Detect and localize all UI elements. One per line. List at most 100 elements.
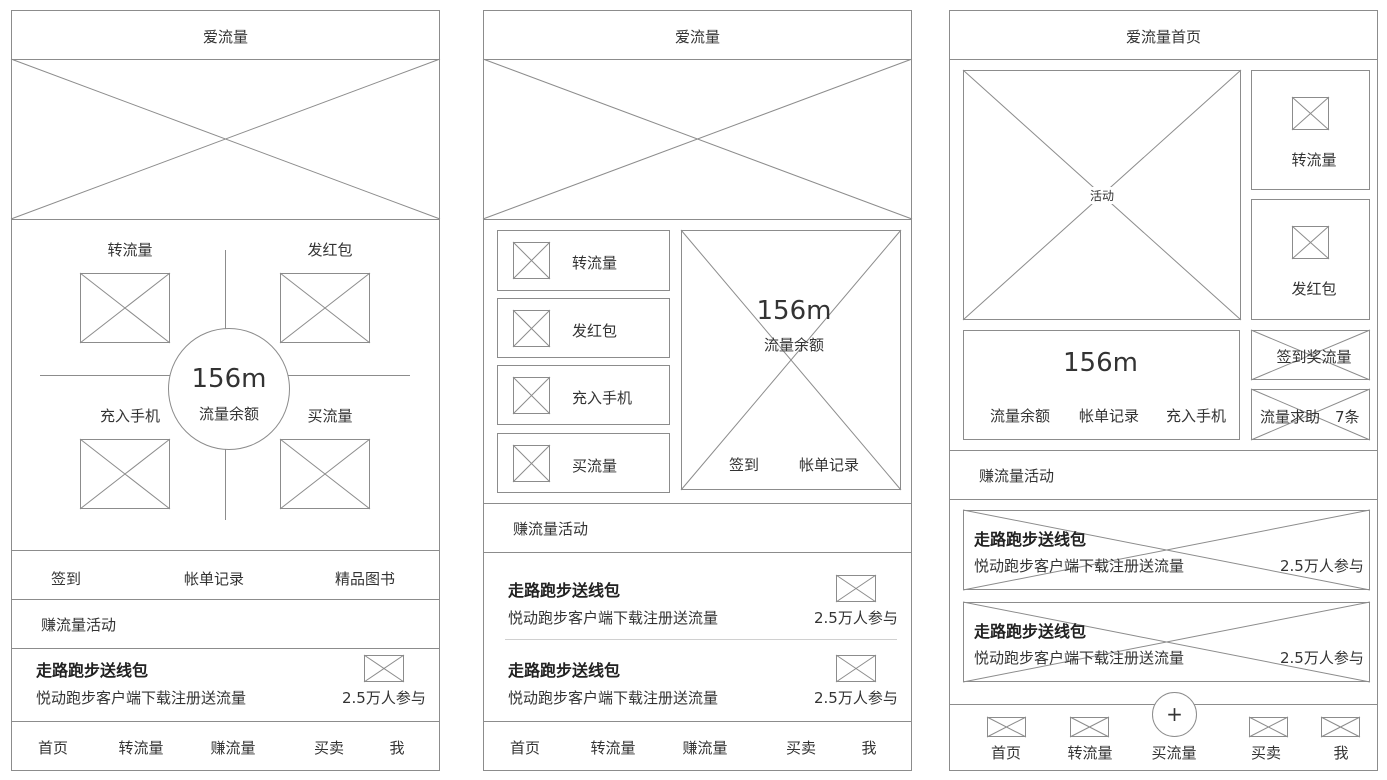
- transfer-flow-icon: [1291, 96, 1330, 131]
- divider: [11, 219, 440, 220]
- divider: [949, 59, 1378, 60]
- phone-frame: [11, 10, 440, 771]
- tab-trade[interactable]: 买卖: [785, 739, 816, 757]
- divider: [483, 219, 912, 220]
- banner-image-placeholder[interactable]: [482, 58, 913, 220]
- menu-item-label: 转流量: [572, 254, 618, 272]
- tab-earn[interactable]: 赚流量: [210, 739, 256, 757]
- activity-card[interactable]: [962, 509, 1371, 591]
- divider: [11, 721, 440, 722]
- tab-buy-flow[interactable]: 买流量: [1151, 744, 1197, 762]
- red-packet-icon[interactable]: [279, 272, 371, 344]
- activity-desc: 悦动跑步客户端下载注册送流量: [974, 649, 1185, 667]
- tile-label: 发红包: [1291, 280, 1337, 298]
- tab-me[interactable]: 我: [861, 739, 877, 757]
- divider: [483, 59, 912, 60]
- checkin-link[interactable]: 签到: [50, 570, 81, 588]
- balance-panel[interactable]: [963, 330, 1240, 440]
- divider: [11, 550, 440, 551]
- tab-transfer[interactable]: 转流量: [590, 739, 636, 757]
- banner-image-placeholder[interactable]: [10, 58, 441, 220]
- bill-record-link[interactable]: 帐单记录: [183, 570, 244, 588]
- tab-home[interactable]: 首页: [990, 744, 1021, 762]
- balance-panel[interactable]: [680, 229, 902, 491]
- recharge-phone-label: 充入手机: [99, 407, 160, 425]
- divider: [949, 450, 1378, 451]
- tile-transfer[interactable]: [1251, 70, 1370, 190]
- balance-label-link[interactable]: 流量余额: [990, 407, 1051, 425]
- menu-item-recharge-phone[interactable]: [497, 365, 670, 425]
- activity-count: 2.5万人参与: [814, 609, 898, 627]
- activity-card[interactable]: [962, 601, 1371, 683]
- section-title: 赚流量活动: [513, 520, 589, 538]
- tab-trade[interactable]: 买卖: [1250, 744, 1281, 762]
- activity-count: 2.5万人参与: [814, 689, 898, 707]
- transfer-flow-label: 转流量: [107, 241, 153, 259]
- activity-title: 走路跑步送线包: [974, 622, 1087, 641]
- tab-me[interactable]: 我: [389, 739, 405, 757]
- activity-count: 2.5万人参与: [342, 689, 426, 707]
- activity-title[interactable]: 走路跑步送线包: [508, 581, 621, 600]
- tab-home[interactable]: 首页: [37, 739, 68, 757]
- menu-item-red-packet[interactable]: [497, 298, 670, 358]
- balance-label: 流量余额: [763, 336, 824, 354]
- activity-title: 走路跑步送线包: [974, 530, 1087, 549]
- page-title: 爱流量: [202, 28, 248, 46]
- help-tile[interactable]: [1250, 388, 1371, 441]
- recharge-phone-icon: [512, 376, 551, 415]
- bill-record-link[interactable]: 帐单记录: [1079, 407, 1140, 425]
- checkin-link[interactable]: 签到: [729, 456, 760, 474]
- transfer-flow-icon[interactable]: [79, 272, 171, 344]
- divider: [483, 721, 912, 722]
- books-link[interactable]: 精品图书: [334, 570, 395, 588]
- divider: [11, 648, 440, 649]
- trade-icon[interactable]: [1248, 716, 1289, 738]
- recharge-phone-icon[interactable]: [79, 438, 171, 510]
- section-title: 赚流量活动: [41, 616, 117, 634]
- menu-item-buy-flow[interactable]: [497, 433, 670, 493]
- menu-item-label: 买流量: [572, 457, 618, 475]
- user-icon[interactable]: [1320, 716, 1361, 738]
- bill-record-link[interactable]: 帐单记录: [799, 456, 860, 474]
- tile-label: 转流量: [1291, 151, 1337, 169]
- help-count: 7条: [1335, 408, 1360, 426]
- balance-value: 156m: [191, 364, 267, 394]
- activity-image-placeholder: [835, 654, 877, 683]
- tab-trade[interactable]: 买卖: [313, 739, 344, 757]
- menu-item-label: 充入手机: [572, 389, 633, 407]
- plus-button[interactable]: [1152, 692, 1197, 737]
- phone-frame: [483, 10, 912, 771]
- activity-desc: 悦动跑步客户端下载注册送流量: [508, 689, 719, 707]
- page-title: 爱流量: [674, 28, 720, 46]
- transfer-flow-icon[interactable]: [1069, 716, 1110, 738]
- buy-flow-icon: [512, 444, 551, 483]
- activity-title[interactable]: 走路跑步送线包: [508, 661, 621, 680]
- balance-label: 流量余额: [198, 405, 259, 423]
- banner-label: 活动: [1082, 187, 1122, 204]
- phone-frame: [949, 10, 1378, 771]
- checkin-reward-tile[interactable]: [1250, 329, 1371, 381]
- activity-desc: 悦动跑步客户端下载注册送流量: [508, 609, 719, 627]
- help-label: 流量求助: [1260, 408, 1321, 426]
- tab-earn[interactable]: 赚流量: [682, 739, 728, 757]
- home-icon[interactable]: [986, 716, 1027, 738]
- buy-flow-icon[interactable]: [279, 438, 371, 510]
- plus-icon: +: [1166, 702, 1183, 726]
- balance-circle[interactable]: [168, 328, 290, 450]
- menu-item-transfer[interactable]: [497, 230, 670, 291]
- tab-transfer[interactable]: 转流量: [1067, 744, 1113, 762]
- checkin-reward-label: 签到奖流量: [1276, 348, 1352, 366]
- activity-image-placeholder: [363, 654, 405, 683]
- recharge-phone-link[interactable]: 充入手机: [1166, 407, 1227, 425]
- section-title: 赚流量活动: [979, 467, 1055, 485]
- transfer-flow-icon: [512, 241, 551, 280]
- activity-image-placeholder: [835, 574, 877, 603]
- activity-title[interactable]: 走路跑步送线包: [36, 661, 149, 680]
- tab-home[interactable]: 首页: [509, 739, 540, 757]
- activity-desc: 悦动跑步客户端下载注册送流量: [36, 689, 247, 707]
- tile-red-packet[interactable]: [1251, 199, 1370, 320]
- tab-transfer[interactable]: 转流量: [118, 739, 164, 757]
- activity-count: 2.5万人参与: [1280, 557, 1364, 575]
- tab-me[interactable]: 我: [1333, 744, 1349, 762]
- balance-value: 156m: [756, 296, 832, 326]
